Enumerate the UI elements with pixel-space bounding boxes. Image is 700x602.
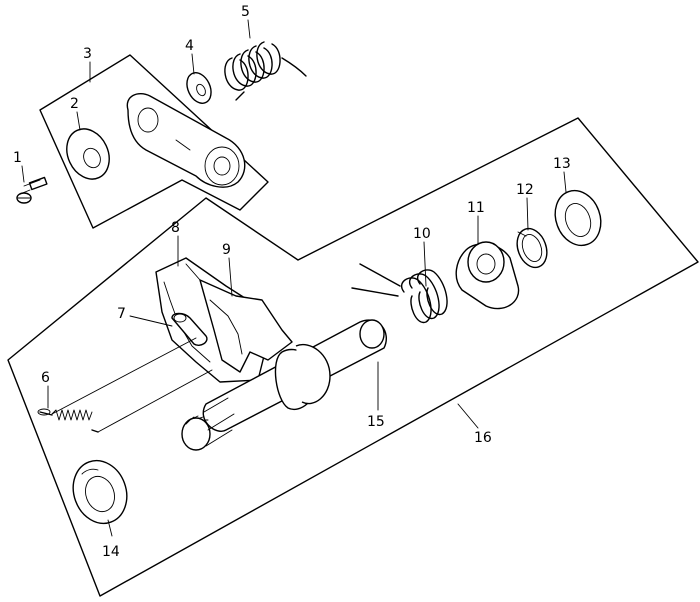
callout-7: 7 bbox=[117, 306, 126, 322]
bolt-part-1 bbox=[16, 176, 48, 204]
spline-end bbox=[181, 397, 235, 451]
callout-1: 1 bbox=[13, 150, 22, 166]
callout-9: 9 bbox=[222, 242, 231, 258]
arm-part-3 bbox=[126, 92, 246, 188]
shaft-part-15 bbox=[181, 319, 387, 451]
callout-10: 10 bbox=[413, 226, 431, 242]
callout-12: 12 bbox=[516, 182, 534, 198]
callout-3: 3 bbox=[83, 46, 92, 62]
callout-13: 13 bbox=[553, 156, 571, 172]
group-outline-3 bbox=[39, 54, 269, 229]
callout-5: 5 bbox=[241, 4, 250, 20]
callout-8: 8 bbox=[171, 220, 180, 236]
plate-part-9 bbox=[199, 279, 293, 373]
washer-part-4 bbox=[186, 72, 212, 104]
washer-part-13 bbox=[554, 189, 602, 247]
callout-4: 4 bbox=[185, 38, 194, 54]
collar-part-11 bbox=[455, 241, 520, 310]
callout-2: 2 bbox=[70, 96, 79, 112]
callout-11: 11 bbox=[467, 200, 485, 216]
spring-part-6 bbox=[37, 408, 99, 433]
leader-lines bbox=[21, 19, 567, 537]
circlip-part-12 bbox=[516, 227, 548, 269]
seal-part-14 bbox=[72, 459, 128, 525]
spring-part-10 bbox=[351, 263, 448, 324]
callout-6: 6 bbox=[41, 370, 50, 386]
pin-part-7 bbox=[171, 312, 208, 346]
group-outline-16 bbox=[7, 117, 699, 597]
spring-part-5 bbox=[224, 41, 307, 101]
washer-part-2 bbox=[66, 128, 110, 180]
callout-14: 14 bbox=[102, 544, 120, 560]
callout-16: 16 bbox=[474, 430, 492, 446]
callout-15: 15 bbox=[367, 414, 385, 430]
